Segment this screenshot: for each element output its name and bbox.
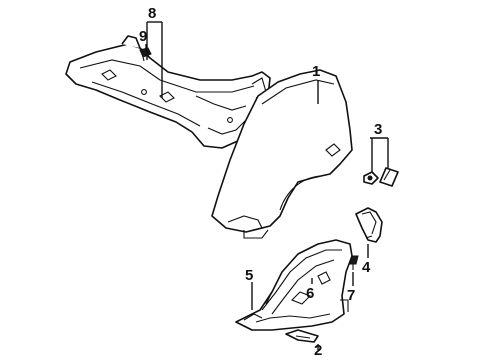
callout-6: 6	[306, 285, 314, 302]
fender-part	[211, 69, 353, 239]
callout-2: 2	[314, 342, 322, 359]
callout-4: 4	[362, 259, 371, 276]
radiator-support-part	[65, 35, 271, 149]
callout-9: 9	[139, 28, 147, 45]
inner-fender-liner-part	[235, 239, 353, 331]
callout-8: 8	[148, 5, 156, 22]
bracket-part-2	[285, 329, 319, 343]
callout-7: 7	[347, 287, 355, 304]
leader-lines	[145, 21, 389, 350]
callout-5: 5	[245, 267, 253, 284]
callout-3: 3	[374, 121, 382, 138]
mud-guard-part	[355, 207, 383, 243]
callout-1: 1	[312, 63, 320, 80]
side-marker-part	[363, 167, 399, 187]
